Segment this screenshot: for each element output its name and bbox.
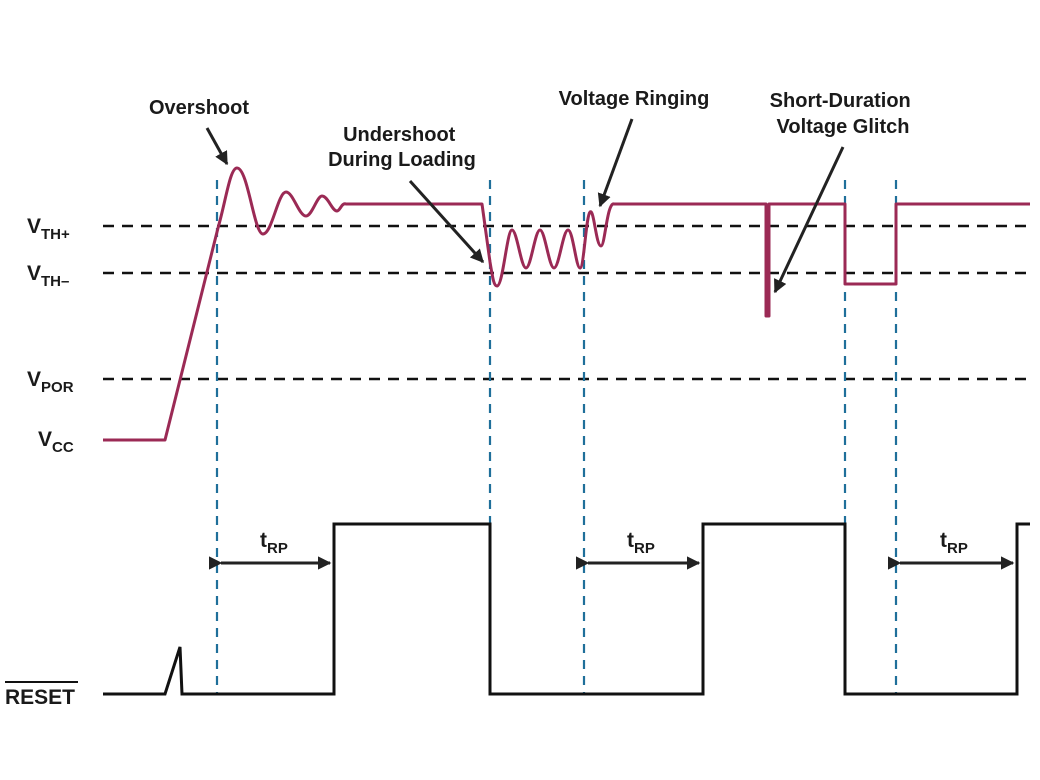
reset-label: RESET bbox=[5, 686, 75, 709]
trp-span-2: tRP bbox=[575, 529, 701, 570]
ringing-arrow-icon bbox=[597, 118, 634, 208]
trp-span-3: tRP bbox=[887, 529, 1015, 570]
trp-span-1: tRP bbox=[208, 529, 332, 570]
overshoot-arrow-icon bbox=[205, 127, 229, 166]
glitch-annotation: Short-Duration Voltage Glitch bbox=[770, 90, 917, 138]
glitch-arrow-icon bbox=[773, 146, 845, 294]
vth-minus-label: VTH– bbox=[27, 262, 69, 290]
vpor-label: VPOR bbox=[27, 368, 74, 396]
ringing-annotation: Voltage Ringing bbox=[559, 88, 710, 110]
undershoot-arrow-icon bbox=[408, 179, 485, 264]
event-marker-lines bbox=[215, 180, 898, 695]
trp-label-2: tRP bbox=[627, 529, 655, 557]
vcc-trace bbox=[103, 166, 1030, 442]
vth-plus-label: VTH+ bbox=[27, 215, 70, 243]
vcc-label: VCC bbox=[38, 428, 74, 456]
overshoot-annotation: Overshoot bbox=[149, 97, 249, 119]
trp-label-1: tRP bbox=[260, 529, 288, 557]
reset-trace bbox=[103, 522, 1030, 696]
undershoot-annotation: Undershoot During Loading bbox=[328, 124, 476, 171]
trp-label-3: tRP bbox=[940, 529, 968, 557]
